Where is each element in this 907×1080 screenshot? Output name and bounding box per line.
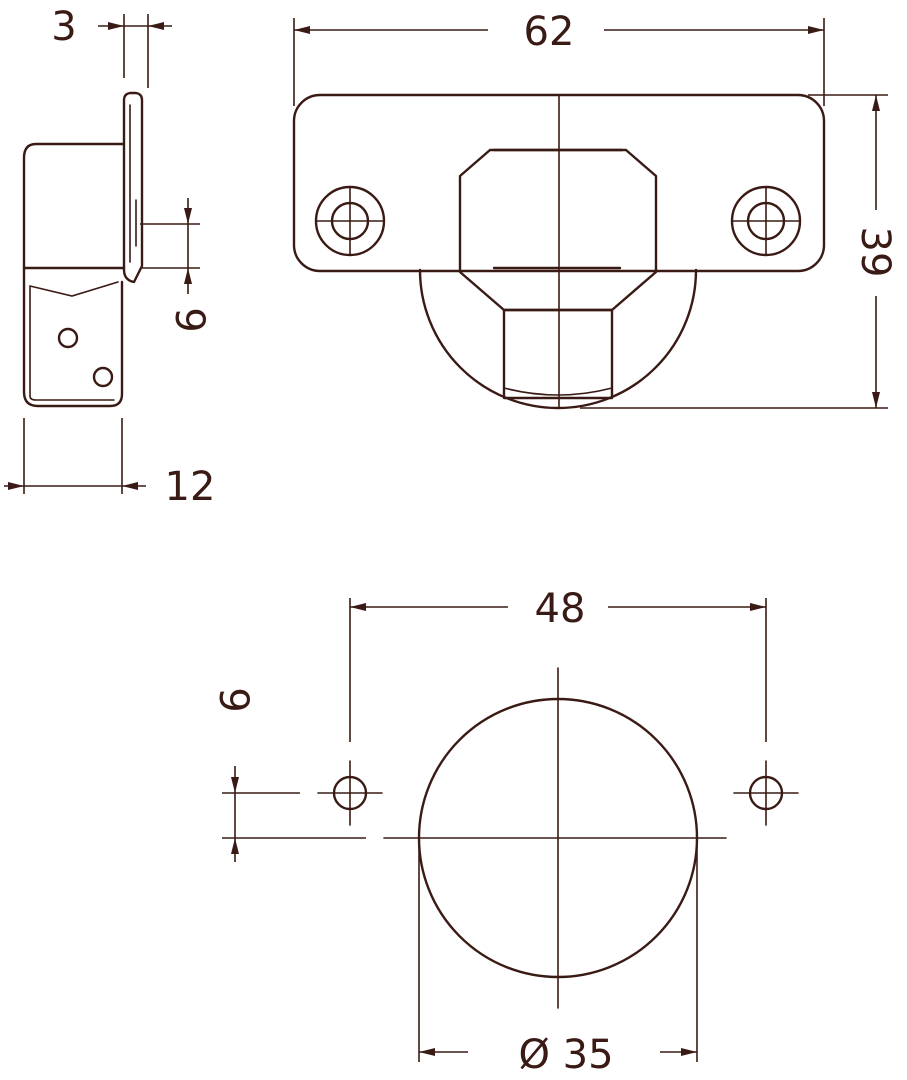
dim-12-label: 12 bbox=[165, 464, 216, 510]
pilot-hole-right bbox=[733, 760, 799, 826]
side-view-cup-line bbox=[29, 281, 119, 401]
dim-62-arrow-right bbox=[808, 26, 824, 34]
dim-35-arrow-left bbox=[419, 1048, 435, 1056]
dim-12-arrow-right bbox=[122, 482, 138, 490]
dim-9-side-arrow-top bbox=[184, 208, 192, 224]
dim-35-label: Ø 35 bbox=[518, 1032, 613, 1078]
dim-3-arrow-left bbox=[108, 22, 124, 30]
dim-39-arrow-bottom bbox=[872, 392, 880, 408]
side-view-screw-hole-1 bbox=[57, 327, 79, 349]
dim-9-holes-label: 9 bbox=[210, 687, 256, 712]
dim-9-side-label: 9 bbox=[166, 307, 212, 332]
pilot-hole-left bbox=[317, 760, 383, 826]
side-view-plate bbox=[122, 91, 144, 284]
hole-pattern: 48 9 Ø 35 bbox=[210, 586, 799, 1078]
side-view-screw-hole-2 bbox=[92, 366, 114, 388]
top-view-arm bbox=[458, 148, 658, 312]
top-view-cup-edge bbox=[503, 387, 613, 396]
dim-48-arrow-left bbox=[350, 603, 366, 611]
dim-9-holes-arrow-bottom bbox=[231, 838, 239, 854]
dim-39-label: 39 bbox=[852, 227, 898, 278]
dim-62-label: 62 bbox=[524, 9, 575, 55]
top-view: 62 39 bbox=[292, 9, 898, 410]
side-view: 3 12 9 bbox=[4, 4, 215, 510]
top-view-cup bbox=[418, 268, 698, 410]
top-view-arm-neck bbox=[502, 308, 614, 400]
top-view-screw-left bbox=[314, 185, 386, 257]
dim-3-label: 3 bbox=[51, 4, 76, 50]
dim-62-arrow-left bbox=[294, 26, 310, 34]
side-view-body bbox=[22, 142, 126, 408]
dim-9-side-arrow-bottom bbox=[184, 268, 192, 284]
dim-48-arrow-right bbox=[750, 603, 766, 611]
dim-12-arrow-left bbox=[8, 482, 24, 490]
dim-39-arrow-top bbox=[872, 95, 880, 111]
dim-3-arrow-right bbox=[148, 22, 164, 30]
dim-48-label: 48 bbox=[535, 586, 586, 632]
top-view-screw-right bbox=[730, 185, 802, 257]
dim-35-arrow-right bbox=[681, 1048, 697, 1056]
side-view-plate-inner bbox=[129, 104, 137, 263]
dim-9-holes-arrow-top bbox=[231, 777, 239, 793]
